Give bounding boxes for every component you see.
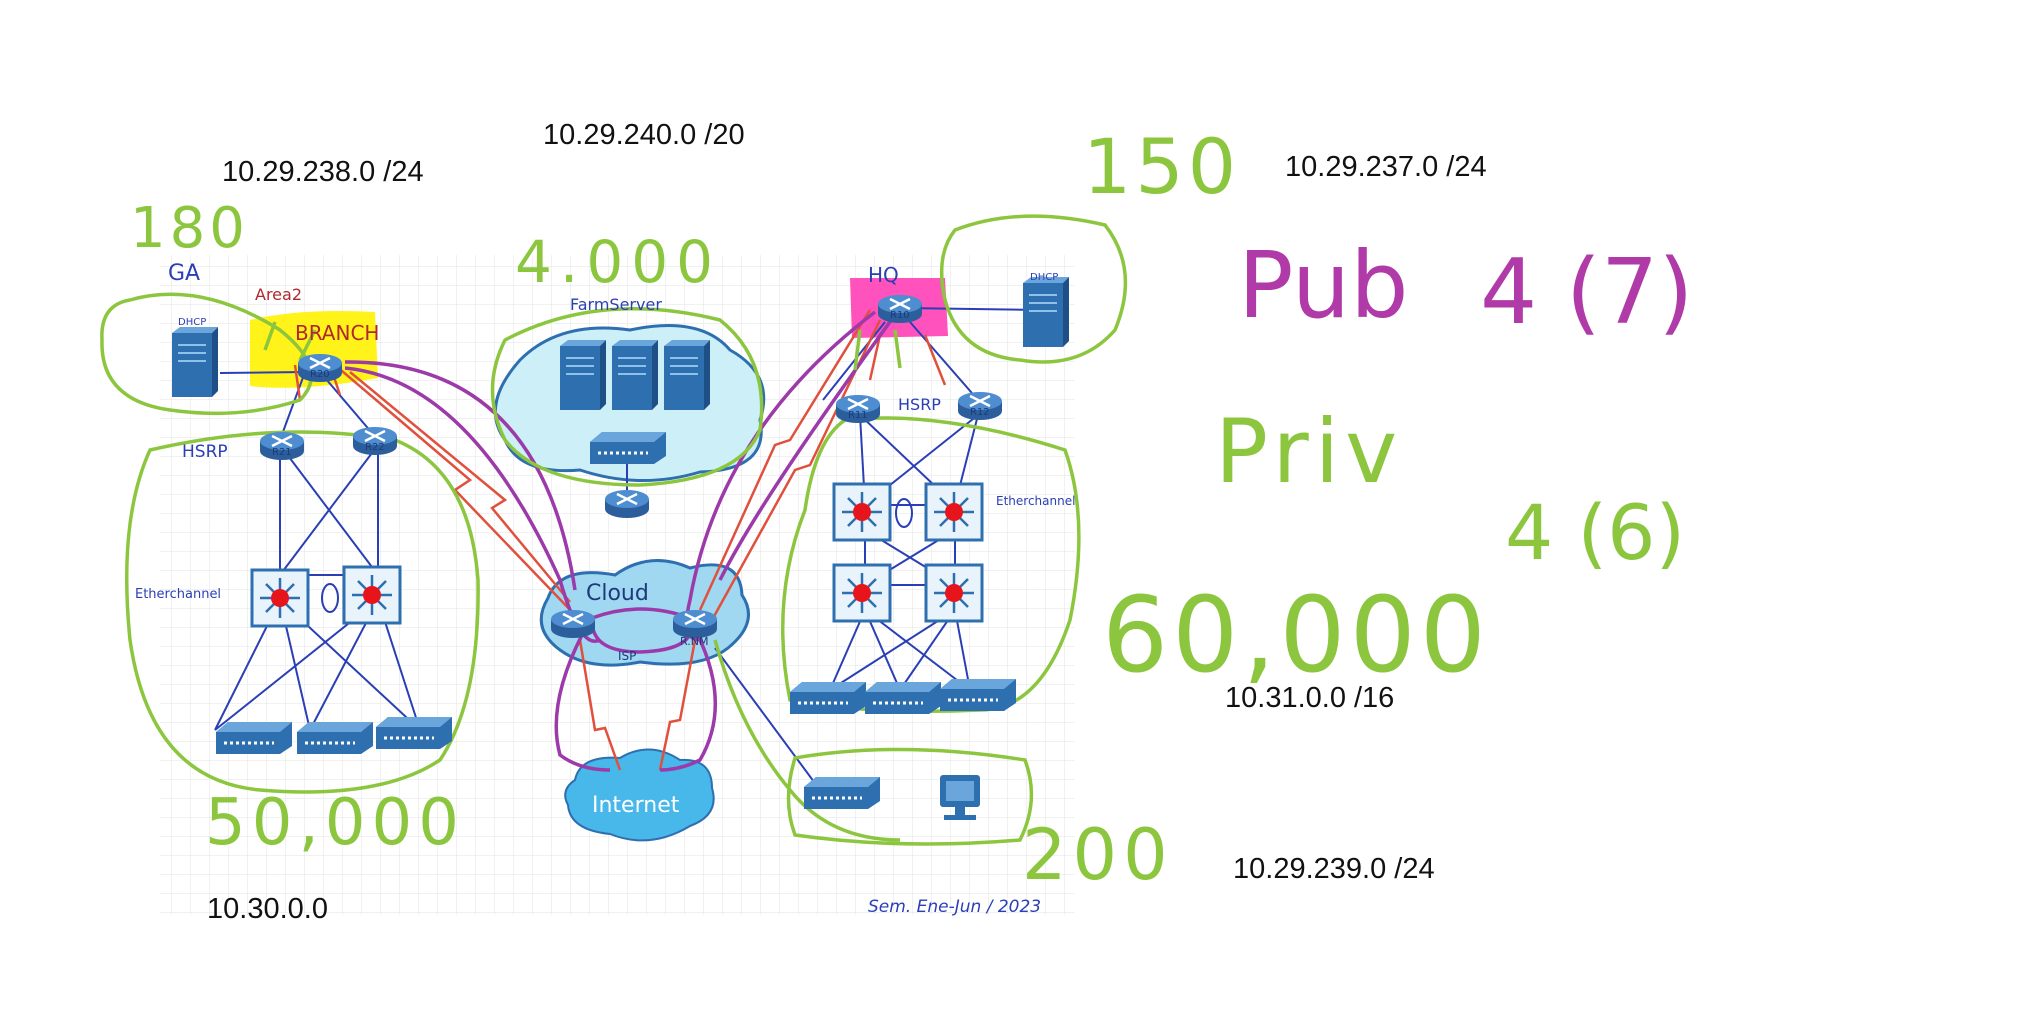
multilayer-switch-right-2[interactable] xyxy=(924,482,984,542)
label-r21: R21 xyxy=(272,447,292,458)
subnet-branch-lan: 10.29.238.0 /24 xyxy=(222,156,424,188)
label-r12: R12 xyxy=(970,407,990,418)
farm-server-1[interactable] xyxy=(559,339,607,411)
label-r10: R10 xyxy=(890,310,910,321)
access-switch-right-2[interactable] xyxy=(863,680,943,716)
label-area2: Area2 xyxy=(255,285,302,304)
access-switch-left-2[interactable] xyxy=(295,720,375,756)
wan-links xyxy=(293,309,947,771)
router-farm[interactable] xyxy=(603,488,651,520)
multilayer-switch-right-3[interactable] xyxy=(832,563,892,623)
farm-server-3[interactable] xyxy=(663,339,711,411)
label-cloud: Cloud xyxy=(586,581,649,606)
label-hsrp-right: HSRP xyxy=(898,395,941,414)
access-switch-left-3[interactable] xyxy=(374,715,454,751)
farm-switch[interactable] xyxy=(588,430,668,466)
priv-count-note: 4 (6) xyxy=(1505,488,1686,577)
signature: Sem. Ene-Jun / 2023 xyxy=(868,897,1041,917)
branch-campus-hosts-note: 50,000 xyxy=(205,786,465,860)
access-switch-edge[interactable] xyxy=(802,775,882,811)
etherchannel-loops xyxy=(321,498,913,613)
hq-hosts-note: 150 xyxy=(1083,122,1241,211)
hq-campus-hosts-note: 60,000 xyxy=(1102,574,1490,696)
label-r22: R22 xyxy=(365,442,385,453)
label-dhcp-right: DHCP xyxy=(1030,272,1058,283)
label-hq: HQ xyxy=(868,263,899,287)
farm-server-2[interactable] xyxy=(611,339,659,411)
access-switch-right-1[interactable] xyxy=(788,680,868,716)
label-ga: GA xyxy=(168,261,200,286)
multilayer-switch-right-1[interactable] xyxy=(832,482,892,542)
label-isp: ISP xyxy=(618,649,636,663)
subnet-branch-campus: 10.30.0.0 xyxy=(207,893,328,925)
label-rnm: R.NM xyxy=(680,635,708,648)
subnet-edge-lan: 10.29.239.0 /24 xyxy=(1233,853,1435,885)
internet-cloud xyxy=(564,748,715,842)
priv-note: Priv xyxy=(1215,400,1404,503)
label-hsrp-left: HSRP xyxy=(182,442,228,462)
subnet-server-farm: 10.29.240.0 /20 xyxy=(543,119,745,151)
pub-note: Pub xyxy=(1238,232,1409,339)
purple-annotation-paths xyxy=(344,310,897,772)
access-switch-right-3[interactable] xyxy=(938,677,1018,713)
multilayer-switch-right-4[interactable] xyxy=(924,563,984,623)
subnet-hq-lan: 10.29.237.0 /24 xyxy=(1285,151,1487,183)
label-r11: R11 xyxy=(848,410,868,421)
label-r20: R20 xyxy=(310,369,330,380)
label-etherchannel-left: Etherchannel xyxy=(135,587,221,602)
multilayer-switch-left-2[interactable] xyxy=(342,565,402,625)
server-hosts-note: 4.000 xyxy=(515,228,722,296)
label-etherchannel-right: Etherchannel xyxy=(996,494,1075,508)
dhcp-server-left[interactable] xyxy=(171,326,219,398)
label-farm-server: FarmServer xyxy=(570,295,662,314)
edge-hosts-note: 200 xyxy=(1022,814,1174,896)
pc-icon[interactable] xyxy=(940,775,980,820)
access-switch-left-1[interactable] xyxy=(214,720,294,756)
label-branch: BRANCH xyxy=(295,321,379,345)
router-rnm[interactable] xyxy=(671,608,719,640)
label-internet: Internet xyxy=(592,793,680,818)
subnet-hq-campus: 10.31.0.0 /16 xyxy=(1225,682,1395,714)
label-dhcp-left: DHCP xyxy=(178,317,206,328)
multilayer-switch-left-1[interactable] xyxy=(250,568,310,628)
branch-hosts-note: 180 xyxy=(130,196,249,261)
pub-count-note: 4 (7) xyxy=(1480,240,1694,345)
router-isp-left[interactable] xyxy=(549,608,597,640)
dhcp-server-right[interactable] xyxy=(1022,276,1070,348)
